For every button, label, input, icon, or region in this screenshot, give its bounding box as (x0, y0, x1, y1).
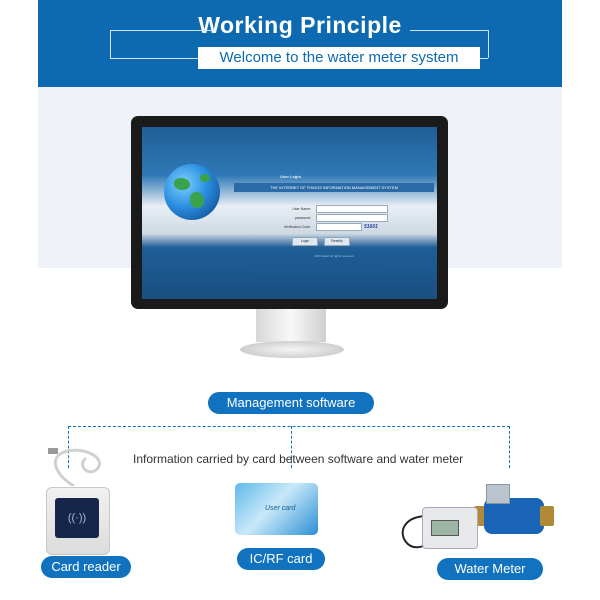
password-label: password: (295, 216, 311, 220)
title-rule-left (110, 30, 214, 31)
login-button[interactable]: Login (292, 237, 318, 246)
screen-footer: 2015 water all rights reserved (314, 254, 354, 258)
info-text: Information carried by card between soft… (133, 452, 464, 466)
reset-button[interactable]: Resetly (324, 237, 350, 246)
water-meter-body (484, 498, 544, 534)
title-rule-right (410, 30, 488, 31)
connector-right (509, 426, 510, 468)
page-title: Working Principle (198, 12, 402, 38)
globe-icon (164, 164, 220, 220)
software-screen: User Login THE INTERNET OF THINGS INFORM… (142, 127, 437, 299)
verification-label: Verification Code: (283, 225, 311, 229)
password-input[interactable] (316, 214, 388, 222)
login-title: User Login (280, 174, 301, 179)
monitor-stand-neck (256, 309, 326, 342)
monitor: User Login THE INTERNET OF THINGS INFORM… (131, 116, 448, 309)
bracket-right (488, 30, 489, 58)
software-label: Management software (208, 392, 374, 414)
connector-left (68, 426, 69, 468)
connector-line (68, 426, 510, 427)
card-label: IC/RF card (237, 548, 325, 570)
connector-center (291, 426, 292, 468)
bracket-bottom-left (110, 58, 198, 59)
system-title: THE INTERNET OF THINGS INFORMATION MANAG… (234, 183, 434, 192)
meter-lcd (431, 520, 459, 536)
card-text: User card (265, 505, 296, 512)
meter-controller (422, 507, 478, 549)
bracket-left (110, 30, 111, 58)
card-reader: ((·)) (46, 487, 110, 555)
username-input[interactable] (316, 205, 388, 213)
water-meter-label: Water Meter (437, 558, 543, 580)
ic-card: User card (235, 483, 318, 535)
username-row: User Name: (246, 205, 406, 213)
verification-input[interactable] (316, 223, 362, 231)
card-reader-label: Card reader (41, 556, 131, 578)
bracket-bottom-right (480, 58, 488, 59)
page-subtitle: Welcome to the water meter system (198, 47, 480, 69)
meter-window (486, 484, 510, 504)
password-row: password: (246, 214, 406, 222)
contactless-icon: ((·)) (55, 498, 99, 538)
verification-row: Verification Code: 51601 (246, 223, 406, 231)
meter-pipe-right (540, 506, 554, 526)
username-label: User Name: (292, 207, 311, 211)
monitor-stand-base (240, 341, 344, 358)
verification-code: 51601 (364, 224, 378, 230)
reader-cable (48, 448, 101, 486)
header-banner: Working Principle Welcome to the water m… (38, 0, 562, 87)
